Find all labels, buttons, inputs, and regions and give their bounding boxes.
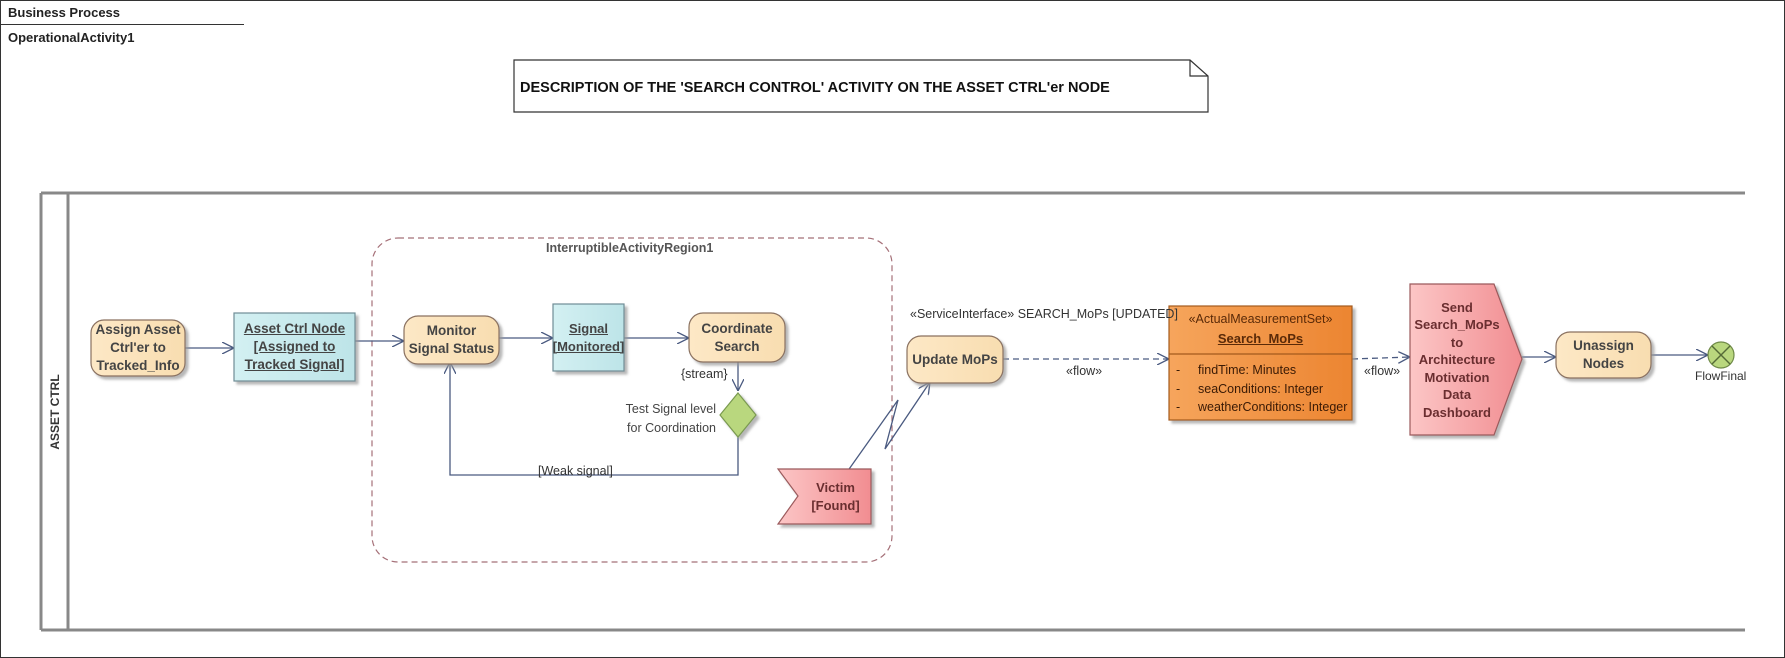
mops-attr-bullet: - (1176, 363, 1181, 377)
action-update-mops[interactable] (906, 335, 1004, 384)
asset-ctrl-node-line2: [Assigned to (253, 339, 336, 354)
mops-attribute-row: - seaConditions: Integer (1176, 380, 1348, 399)
mops-attr-text: seaConditions: Integer (1198, 381, 1324, 396)
mops-attr-bullet: - (1176, 400, 1181, 414)
partition-label: ASSET CTRL (48, 374, 62, 450)
assign-line1: Assign Asset (95, 322, 181, 337)
send-signal-search-mops[interactable] (1409, 283, 1523, 436)
asset-ctrl-node-line3: Tracked Signal] (244, 357, 345, 372)
send-line1: Send (1441, 299, 1473, 315)
decision-line2: for Coordination (627, 421, 716, 435)
assign-label: Assign Asset Ctrl'er to Tracked_Info (91, 320, 185, 376)
unassign-label: Unassign Nodes (1556, 332, 1651, 378)
send-label: Send Search_MoPs to Architecture Motivat… (1410, 290, 1504, 430)
victim-line1: Victim (816, 480, 855, 495)
partition-asset-ctrl[interactable] (39, 191, 1745, 632)
update-mops-label: Update MoPs (912, 351, 998, 367)
asset-ctrl-node-label: Asset Ctrl Node [Assigned to Tracked Sig… (234, 313, 355, 381)
coordinate-label: Coordinate Search (689, 313, 785, 362)
send-line6: Data (1442, 387, 1472, 403)
signal-line1: Signal (568, 320, 608, 336)
object-signal-monitored[interactable] (552, 303, 625, 372)
action-unassign-nodes[interactable] (1555, 331, 1652, 379)
note-box[interactable] (513, 59, 1209, 113)
object-asset-ctrl-node[interactable] (233, 312, 356, 382)
interruptible-region[interactable] (371, 237, 893, 563)
asset-ctrl-node-line1: Asset Ctrl Node (243, 321, 346, 336)
monitor-line1: Monitor (426, 323, 477, 338)
send-line3: to (1450, 334, 1464, 350)
unassign-line1: Unassign (1573, 338, 1634, 353)
coordinate-line2: Search (714, 338, 760, 354)
decision-label: Test Signal level for Coordination (618, 400, 716, 438)
action-coordinate-search[interactable] (688, 312, 786, 363)
edge-mops-to-send[interactable] (1351, 357, 1410, 359)
flow-final-node[interactable] (1707, 341, 1735, 369)
victim-label: Victim [Found] (800, 470, 871, 524)
send-line7: Dashboard (1423, 404, 1491, 420)
mops-attribute-row: - findTime: Minutes (1176, 361, 1348, 380)
mops-attributes: - findTime: Minutes - seaConditions: Integ… (1176, 361, 1348, 417)
victim-line2: [Found] (811, 498, 860, 513)
class-search-mops[interactable] (1168, 305, 1353, 421)
action-assign-asset-ctrler[interactable] (90, 319, 186, 377)
mops-attribute-row: - weatherConditions: Integer (1176, 398, 1348, 417)
decision-line1: Test Signal level (625, 402, 716, 416)
assign-line3: Tracked_Info (96, 358, 180, 373)
assign-line2: Ctrl'er to (110, 340, 166, 355)
edge-victim-to-update[interactable] (846, 382, 930, 473)
mops-attr-text: findTime: Minutes (1198, 363, 1297, 377)
monitor-line2: Signal Status (408, 341, 495, 356)
decision-test-signal-level[interactable] (719, 392, 757, 438)
send-line5: Motivation (1424, 369, 1490, 385)
flow-label-2: «flow» (1364, 364, 1401, 378)
flow-final-label: FlowFinal (1695, 369, 1747, 383)
action-monitor-signal-status[interactable] (403, 315, 500, 365)
flow-label-1: «flow» (1066, 364, 1103, 378)
region-label: InterruptibleActivityRegion1 (546, 241, 714, 255)
service-interface-label: «ServiceInterface» SEARCH_MoPs [UPDATED] (910, 307, 1178, 321)
signal-victim-found[interactable] (776, 468, 872, 525)
signal-label: Signal [Monitored] (553, 304, 624, 371)
monitor-label: Monitor Signal Status (404, 316, 499, 364)
mops-stereotype: «ActualMeasurementSet» (1188, 312, 1333, 326)
signal-line2: [Monitored] (552, 338, 625, 354)
mops-name: Search_MoPs (1217, 331, 1304, 346)
frame-title: Business Process OperationalActivity1 (0, 0, 244, 45)
stream-label: {stream} (681, 367, 728, 381)
edge-weak-signal[interactable] (450, 362, 739, 476)
coordinate-line1: Coordinate (701, 320, 773, 336)
unassign-line2: Nodes (1582, 356, 1625, 371)
mops-attr-bullet: - (1176, 381, 1181, 396)
weak-signal-label: [Weak signal] (538, 464, 613, 478)
send-line2: Search_MoPs (1414, 317, 1500, 333)
note-text: DESCRIPTION OF THE 'SEARCH CONTROL' ACTI… (520, 80, 1110, 96)
send-line4: Architecture (1418, 352, 1496, 368)
mops-attr-text: weatherConditions: Integer (1198, 400, 1348, 414)
